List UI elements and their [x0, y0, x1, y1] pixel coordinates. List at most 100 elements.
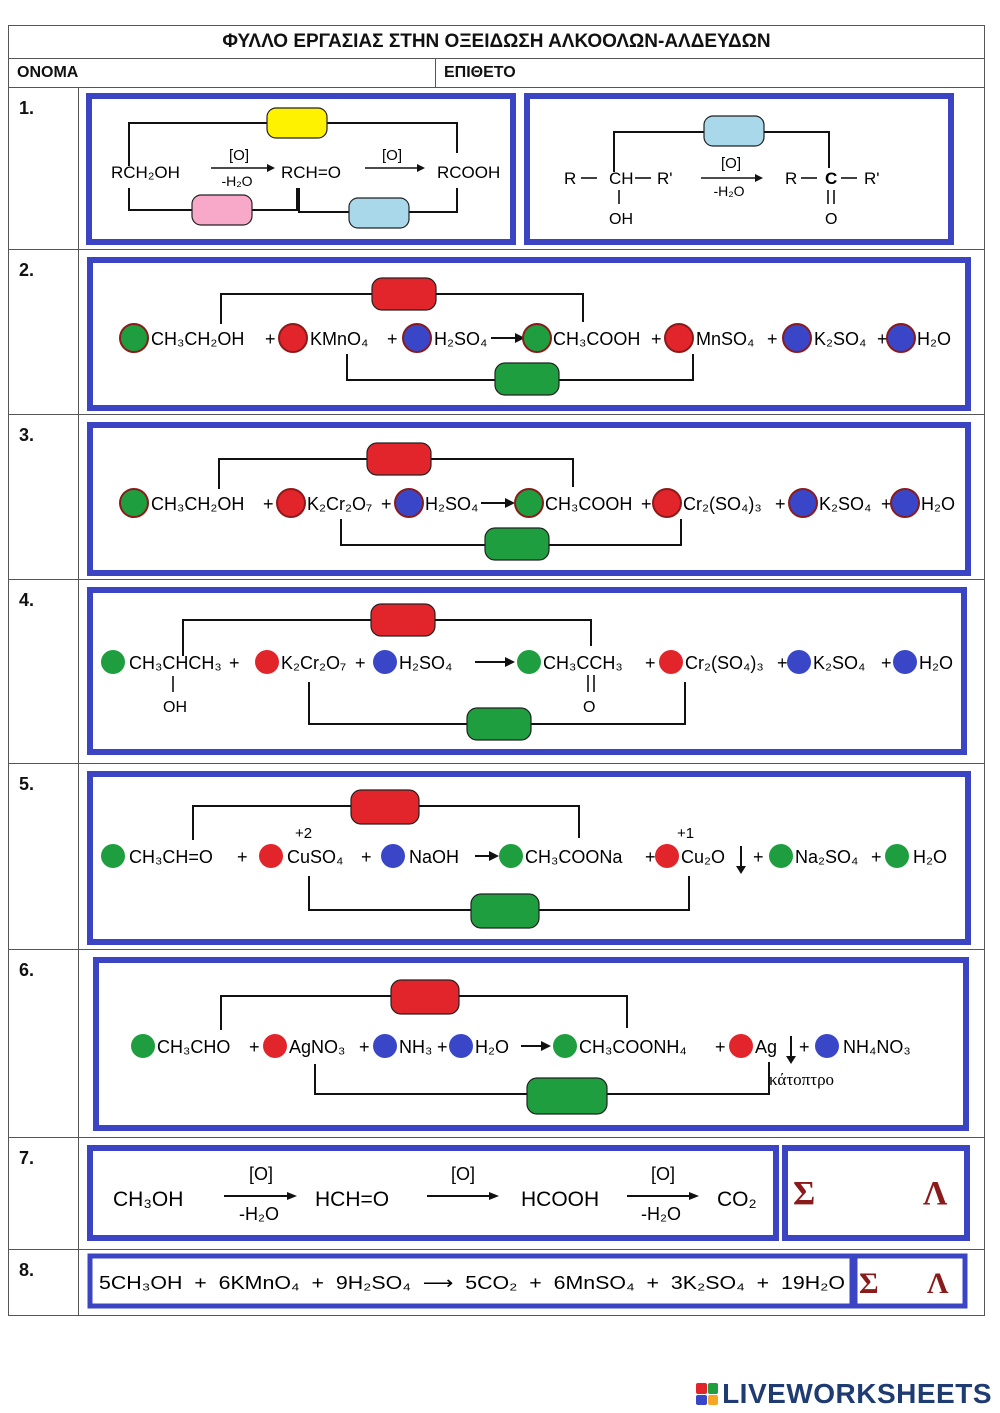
- coefficient-slot[interactable]: [729, 1034, 753, 1058]
- formula: CH₃COONa: [525, 847, 623, 867]
- coefficient-slot[interactable]: [278, 323, 308, 353]
- coefficient-slot[interactable]: [381, 844, 405, 868]
- true-option[interactable]: Σ: [859, 1267, 879, 1300]
- formula: RCH₂OH: [111, 163, 180, 182]
- surname-field[interactable]: ΕΠΙΘΕΤΟ: [434, 58, 986, 88]
- coefficient-slot[interactable]: [276, 488, 306, 518]
- formula: H₂SO₄: [425, 494, 478, 514]
- exercise-6-diagram: CH₃CHO + AgNO₃ + NH₃ + H₂O CH₃COONH₄ + A…: [93, 957, 969, 1131]
- coefficient-slot[interactable]: [788, 488, 818, 518]
- answer-slot[interactable]: [350, 789, 420, 825]
- formula: NaOH: [409, 847, 459, 867]
- coefficient-slot[interactable]: [373, 1034, 397, 1058]
- formula: K₂SO₄: [819, 494, 871, 514]
- page-title: ΦΥΛΛΟ ΕΡΓΑΣΙΑΣ ΣΤΗΝ ΟΞΕΙΔΩΣΗ ΑΛΚΟΟΛΩΝ-ΑΛ…: [7, 25, 986, 59]
- coefficient-slot[interactable]: [522, 323, 552, 353]
- coefficient-slot[interactable]: [769, 844, 793, 868]
- brand-logo: LIVEWORKSHEETS: [696, 1378, 992, 1410]
- answer-slot[interactable]: [526, 1077, 608, 1115]
- coefficient-slot[interactable]: [499, 844, 523, 868]
- brand-name: LIVEWORKSHEETS: [722, 1378, 992, 1409]
- coefficient-slot[interactable]: [886, 323, 916, 353]
- exercise-7-diagram: CH₃OH [O] -H₂O HCH=O [O] HCOOH [O] -H₂O …: [87, 1145, 970, 1241]
- coefficient-slot[interactable]: [815, 1034, 839, 1058]
- plus-sign: +: [249, 1037, 260, 1057]
- answer-slot[interactable]: [366, 442, 432, 476]
- formula: OH: [609, 211, 633, 228]
- formula: Na₂SO₄: [795, 847, 858, 867]
- plus-sign: +: [881, 653, 892, 673]
- answer-slot[interactable]: [703, 115, 765, 147]
- row-number: 8.: [8, 1249, 79, 1316]
- exercise-2: CH₃CH₂OH + KMnO₄ + H₂SO₄ CH₃COOH + MnSO₄…: [77, 249, 986, 415]
- frame: [93, 957, 969, 1131]
- coefficient-slot[interactable]: [664, 323, 694, 353]
- plus-sign: +: [381, 494, 392, 514]
- formula: CH₃COOH: [545, 494, 632, 514]
- answer-slot[interactable]: [470, 893, 540, 929]
- coefficient-slot[interactable]: [659, 650, 683, 674]
- coefficient-slot[interactable]: [514, 488, 544, 518]
- formula: CH₃CHCH₃: [129, 653, 222, 673]
- coefficient-slot[interactable]: [782, 323, 812, 353]
- formula: K₂Cr₂O₇: [281, 653, 346, 673]
- answer-slot[interactable]: [494, 362, 560, 396]
- true-false-frame: [782, 1145, 970, 1241]
- answer-slot[interactable]: [371, 277, 437, 311]
- coefficient-slot[interactable]: [517, 650, 541, 674]
- answer-slot[interactable]: [370, 603, 436, 637]
- worksheet: ΦΥΛΛΟ ΕΡΓΑΣΙΑΣ ΣΤΗΝ ΟΞΕΙΔΩΣΗ ΑΛΚΟΟΛΩΝ-ΑΛ…: [7, 25, 986, 1316]
- exercise-8: 5CH₃OH + 6KMnO₄ + 9H₂SO₄ ⟶ 5CO₂ + 6MnSO₄…: [77, 1249, 986, 1316]
- coefficient-slot[interactable]: [131, 1034, 155, 1058]
- answer-slot[interactable]: [466, 707, 532, 741]
- formula: CuSO₄: [287, 847, 343, 867]
- coefficient-slot[interactable]: [655, 844, 679, 868]
- formula: H₂O: [913, 847, 947, 867]
- coefficient-slot[interactable]: [890, 488, 920, 518]
- formula: CH₃CH₂OH: [151, 494, 244, 514]
- coefficient-slot[interactable]: [263, 1034, 287, 1058]
- answer-slot[interactable]: [390, 979, 460, 1015]
- false-option[interactable]: Λ: [923, 1175, 948, 1212]
- coefficient-slot[interactable]: [893, 650, 917, 674]
- plus-sign: +: [645, 847, 656, 867]
- coefficient-slot[interactable]: [787, 650, 811, 674]
- true-option[interactable]: Σ: [793, 1175, 815, 1212]
- exercise-8-diagram: 5CH₃OH + 6KMnO₄ + 9H₂SO₄ ⟶ 5CO₂ + 6MnSO₄…: [87, 1253, 968, 1309]
- answer-slot[interactable]: [191, 194, 253, 226]
- formula: Cu₂O: [681, 847, 725, 867]
- coefficient-slot[interactable]: [652, 488, 682, 518]
- plus-sign: +: [437, 1037, 448, 1057]
- formula: O: [825, 211, 837, 228]
- answer-slot[interactable]: [484, 527, 550, 561]
- formula: HCH=O: [315, 1188, 389, 1211]
- plus-sign: +: [799, 1037, 810, 1057]
- plus-sign: +: [715, 1037, 726, 1057]
- coefficient-slot[interactable]: [119, 488, 149, 518]
- mirror-note: κάτοπτρο: [769, 1070, 834, 1089]
- coefficient-slot[interactable]: [255, 650, 279, 674]
- answer-slot[interactable]: [348, 197, 410, 229]
- formula: KMnO₄: [310, 329, 368, 349]
- frame: [86, 93, 516, 245]
- formula: CH₃COONH₄: [579, 1037, 687, 1057]
- formula: K₂SO₄: [814, 329, 866, 349]
- frame: [87, 1145, 779, 1241]
- coefficient-slot[interactable]: [402, 323, 432, 353]
- formula: CH₃CHO: [157, 1037, 230, 1057]
- coefficient-slot[interactable]: [101, 650, 125, 674]
- coefficient-slot[interactable]: [119, 323, 149, 353]
- coefficient-slot[interactable]: [885, 844, 909, 868]
- coefficient-slot[interactable]: [449, 1034, 473, 1058]
- coefficient-slot[interactable]: [373, 650, 397, 674]
- row-number: 7.: [8, 1137, 79, 1250]
- coefficient-slot[interactable]: [259, 844, 283, 868]
- answer-slot[interactable]: [266, 107, 328, 139]
- name-field[interactable]: ΟΝΟΜΑ: [8, 58, 436, 88]
- formula: R: [785, 169, 797, 188]
- false-option[interactable]: Λ: [927, 1267, 949, 1300]
- plus-sign: +: [877, 329, 888, 349]
- coefficient-slot[interactable]: [553, 1034, 577, 1058]
- coefficient-slot[interactable]: [394, 488, 424, 518]
- coefficient-slot[interactable]: [101, 844, 125, 868]
